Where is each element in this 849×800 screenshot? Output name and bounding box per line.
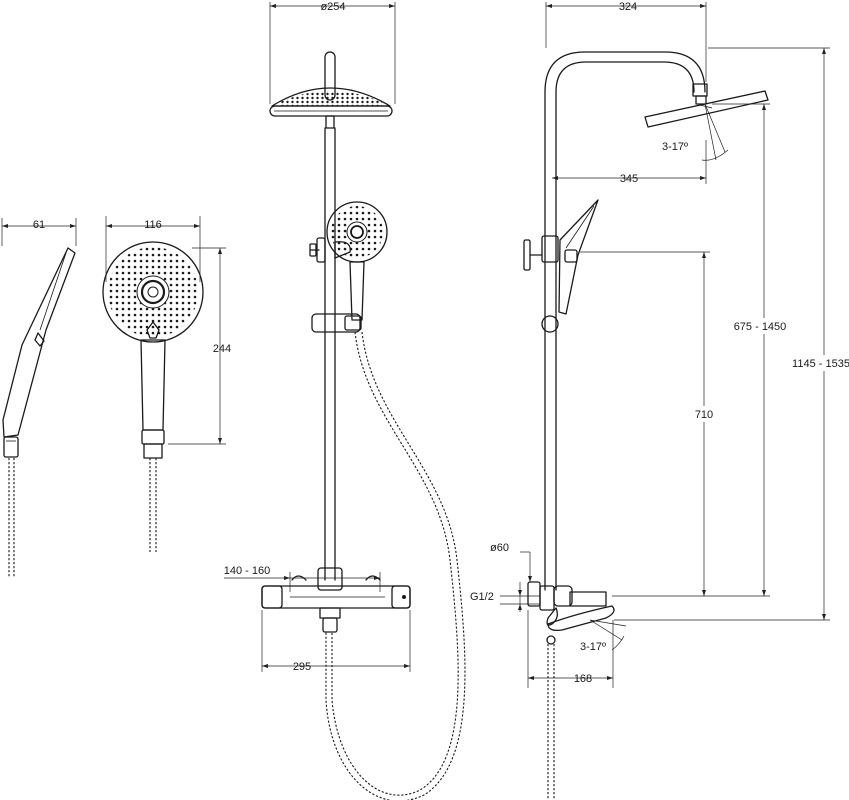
label-head-tilt: 3-17º: [662, 141, 688, 153]
handshower-front-view: [102, 241, 204, 552]
dimension-flange-diameter: ø60: [490, 542, 532, 582]
label-295: 295: [293, 661, 311, 673]
front-view-handshower: [326, 201, 388, 321]
label-116: 116: [144, 219, 162, 231]
dimension-arm-reach: 345: [552, 140, 707, 185]
label-244: 244: [213, 343, 231, 355]
front-view-hose: [325, 331, 466, 800]
dimension-height-head: 675 - 1450: [612, 103, 792, 597]
dimension-spout-tilt: 3-17º: [580, 619, 627, 653]
dimension-head-tilt: 3-17º: [662, 103, 729, 161]
front-view-slider: [311, 313, 362, 333]
label-g1-2: G1/2: [470, 591, 494, 603]
dimension-mixer-width: 295: [261, 610, 411, 673]
label-710: 710: [695, 409, 713, 421]
dimension-total-reach: 324: [545, 1, 707, 82]
side-view-slider-knob: [541, 315, 559, 333]
label-spout-tilt: 3-17º: [580, 641, 606, 653]
label-675-1450: 675 - 1450: [734, 321, 787, 333]
side-view-hose: [547, 644, 555, 800]
label-324: 324: [619, 1, 637, 13]
label-1145-1535: 1145 - 1535: [792, 358, 849, 370]
dimension-head-diameter: ø254: [269, 1, 396, 104]
dimension-handshower-length: 244: [168, 247, 231, 445]
handshower-side-view: [2, 247, 76, 578]
side-view-mixer-and-spout: [527, 581, 615, 645]
dimension-thread: G1/2: [470, 582, 540, 612]
label-168: 168: [574, 673, 592, 685]
side-view-riser-and-arm: [544, 51, 708, 591]
dimension-bar-height: 710: [580, 251, 718, 596]
dimension-spout-reach: 168: [527, 610, 614, 688]
label-345: 345: [620, 173, 638, 185]
front-view-thermostatic-mixer: [261, 567, 411, 633]
dimension-mixer-center-distance: 140 - 160: [224, 565, 381, 592]
front-view-riser-bar: [324, 127, 336, 581]
dimension-handshower-side-width: 61: [1, 218, 77, 246]
label-d254: ø254: [320, 1, 345, 13]
side-view-diverter: [523, 235, 559, 271]
dimension-handshower-front-width: 116: [105, 216, 201, 282]
label-140-160: 140 - 160: [224, 565, 270, 577]
dimension-height-total: 1145 - 1535: [614, 47, 849, 621]
side-view-handshower: [558, 199, 599, 315]
label-d60: ø60: [490, 542, 509, 554]
front-view-overhead-shower: [269, 51, 393, 129]
label-61: 61: [33, 219, 45, 231]
